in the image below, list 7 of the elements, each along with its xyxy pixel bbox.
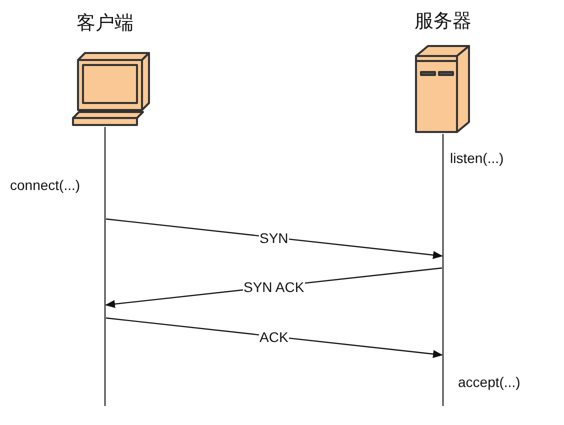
arrow [106, 317, 443, 358]
call-label: accept(...) [458, 374, 520, 390]
actor-heading: 客户端 [76, 12, 134, 36]
call-label: listen(...) [450, 150, 504, 166]
call-label: connect(...) [10, 177, 80, 193]
arrow [106, 218, 443, 259]
actor-heading: 服务器 [414, 10, 472, 34]
